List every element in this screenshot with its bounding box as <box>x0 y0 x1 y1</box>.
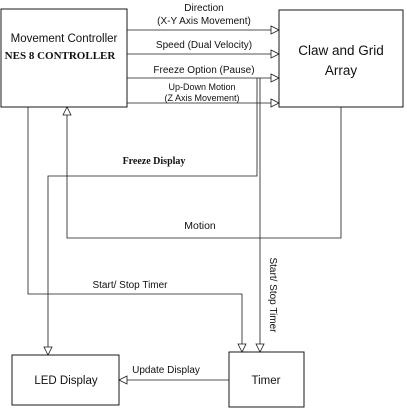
arrowhead-speed <box>270 49 280 59</box>
led-display-box <box>11 354 120 406</box>
edge-freeze-display: Freeze Display <box>43 78 258 356</box>
timer-box <box>228 351 305 408</box>
edge-start-stop-timer: Start/ Stop Timer <box>27 107 247 353</box>
update-display-label: Update Display <box>132 365 200 376</box>
arrowhead-up-down <box>270 98 280 108</box>
claw-grid-title-line2: Array <box>325 63 358 78</box>
arrowhead-freeze-option <box>270 73 280 83</box>
arrowhead-update-display <box>118 375 128 385</box>
edge-speed: Speed (Dual Velocity) <box>127 40 280 59</box>
led-display-node: LED Display <box>11 354 120 406</box>
claw-grid-node: Claw and Grid Array <box>278 9 404 108</box>
claw-grid-box <box>278 9 404 108</box>
edge-motion: Motion <box>62 106 342 239</box>
edge-direction: Direction (X-Y Axis Movement) <box>127 3 280 35</box>
up-down-label-line1: Up-Down Motion <box>168 82 235 92</box>
direction-label-line2: (X-Y Axis Movement) <box>157 16 251 27</box>
claw-grid-title-line1: Claw and Grid <box>298 43 384 58</box>
start-stop-timer-vertical-label: Start/ Stop Timer <box>267 257 278 333</box>
edge-start-stop-timer-vertical: Start/ Stop Timer <box>255 78 278 353</box>
arrowhead-start-stop-timer-vertical <box>255 343 265 353</box>
edge-up-down-motion: Up-Down Motion (Z Axis Movement) <box>127 82 280 108</box>
edge-freeze-option: Freeze Option (Pause) <box>127 65 280 83</box>
freeze-display-label: Freeze Display <box>123 156 186 167</box>
movement-controller-box <box>0 8 128 108</box>
movement-controller-subtitle: NES 8 CONTROLLER <box>5 50 117 62</box>
edge-update-display: Update Display <box>118 365 229 385</box>
timer-label: Timer <box>252 375 281 387</box>
led-display-label: LED Display <box>34 375 98 387</box>
arrowhead-motion <box>62 106 72 116</box>
movement-controller-title: Movement Controller <box>11 33 118 45</box>
movement-controller-node: Movement Controller NES 8 CONTROLLER <box>0 8 128 108</box>
motion-label: Motion <box>184 220 216 232</box>
arrowhead-direction <box>270 25 280 35</box>
arrowhead-start-stop-timer <box>237 343 247 353</box>
direction-label-line1: Direction <box>184 3 223 14</box>
arrowhead-freeze-display <box>43 346 53 356</box>
speed-label: Speed (Dual Velocity) <box>156 40 252 51</box>
freeze-option-label: Freeze Option (Pause) <box>153 65 254 76</box>
up-down-label-line2: (Z Axis Movement) <box>164 93 239 103</box>
timer-node: Timer <box>228 351 305 408</box>
start-stop-timer-label: Start/ Stop Timer <box>92 280 168 291</box>
